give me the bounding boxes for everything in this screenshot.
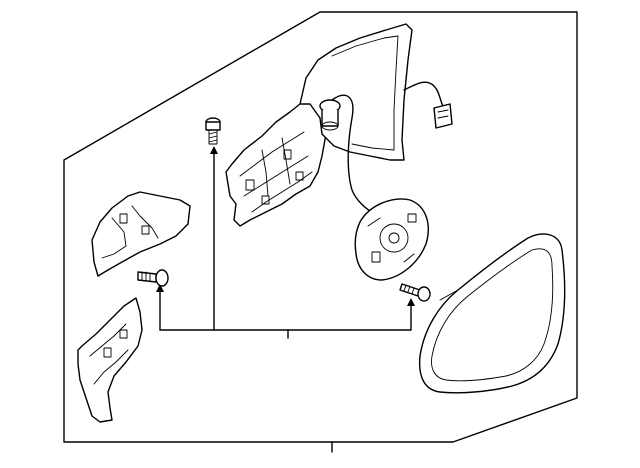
adjustment-motor <box>354 198 429 281</box>
mirror-glass <box>299 23 413 161</box>
wiring-harness <box>331 81 445 215</box>
lower-cover <box>77 297 143 423</box>
upper-cover-cap <box>91 191 191 277</box>
cover-screw <box>137 269 169 287</box>
exploded-panel <box>63 11 578 443</box>
motor-screw <box>399 283 431 302</box>
callout-leaders <box>156 146 415 453</box>
mirror-glass-assembly <box>418 233 566 394</box>
electrical-connector <box>433 103 453 129</box>
mounting-bolt <box>205 117 221 145</box>
mirror-housing <box>225 95 327 227</box>
